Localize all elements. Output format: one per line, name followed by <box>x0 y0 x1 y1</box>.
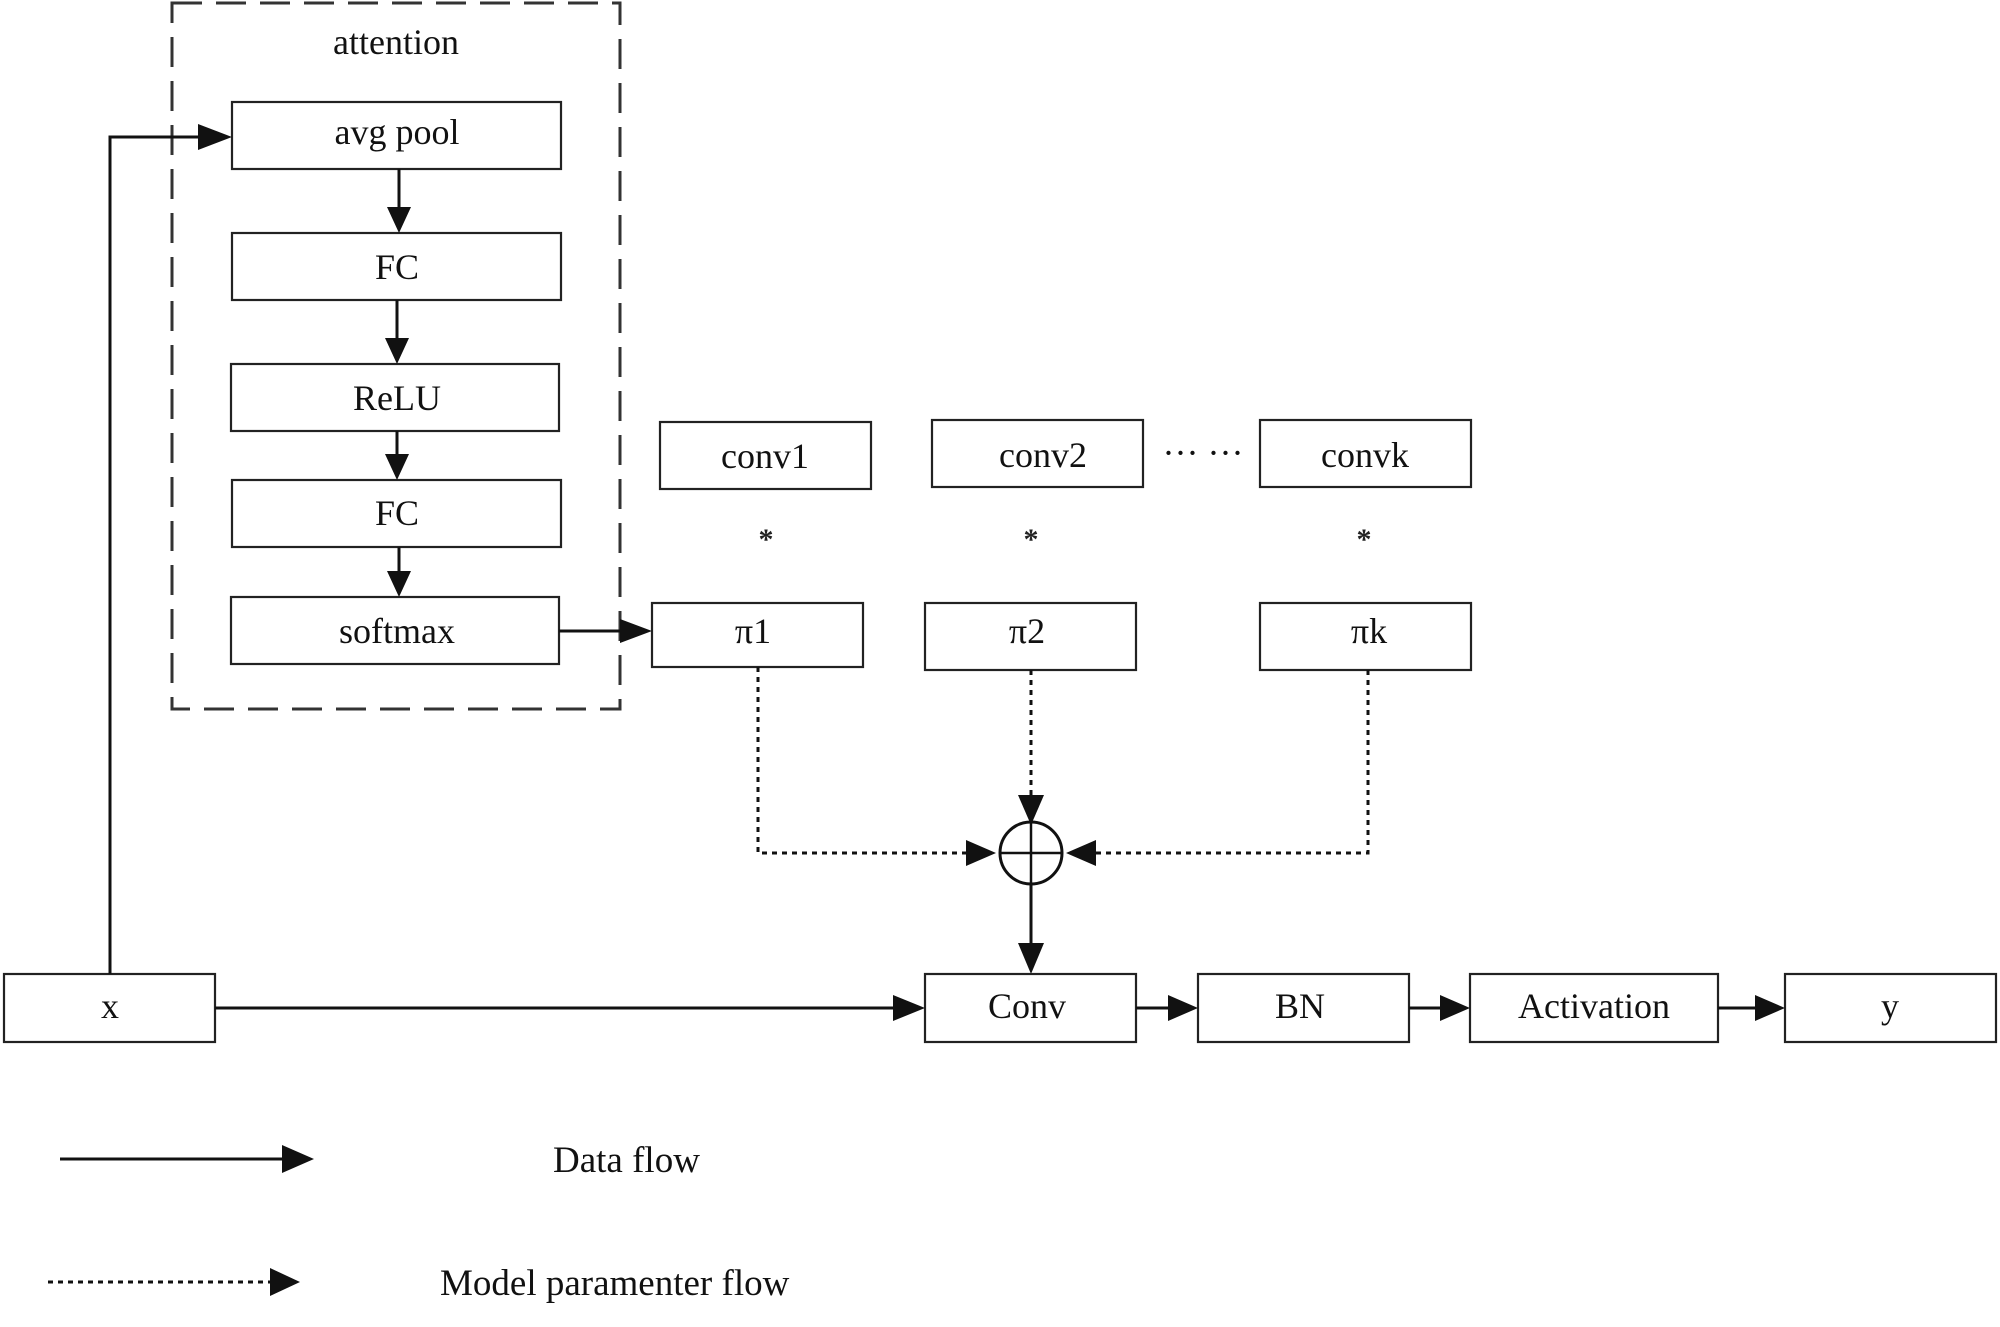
weight-pi1: π1 <box>650 601 865 669</box>
weight-pik: πk <box>1258 601 1473 672</box>
legend: Data flow Model paramenter flow <box>48 1140 790 1304</box>
multiply-1: * <box>759 523 774 556</box>
bn-label: BN <box>1275 986 1325 1026</box>
avg-pool-label: avg pool <box>335 112 460 152</box>
activation-block: Activation <box>1468 972 1720 1044</box>
sum-to-conv-arrow <box>1018 884 1044 974</box>
kernel-ellipsis: ··· ··· <box>1163 433 1244 473</box>
conv1-label: conv1 <box>721 436 809 476</box>
bn-block: BN <box>1196 972 1411 1044</box>
softmax-label: softmax <box>339 611 455 651</box>
legend-data-flow-label: Data flow <box>553 1140 700 1181</box>
output-y-label: y <box>1881 986 1899 1026</box>
kernel-conv2: conv2 <box>930 418 1145 489</box>
bn-to-activation-arrow <box>1409 995 1470 1021</box>
input-x: x <box>2 972 217 1044</box>
activation-to-y-arrow <box>1718 995 1785 1021</box>
conv2-label: conv2 <box>999 435 1087 475</box>
attention-group-border <box>170 1 622 711</box>
pik-label: πk <box>1351 611 1387 651</box>
convk-label: convk <box>1321 435 1409 475</box>
relu-block: ReLU <box>229 362 561 433</box>
kernel-conv1: conv1 <box>658 420 873 491</box>
softmax-to-pi-arrow <box>559 619 652 643</box>
sum-node <box>998 820 1064 886</box>
avg-pool-block: avg pool <box>230 100 563 171</box>
fc2-label: FC <box>375 493 419 533</box>
input-x-label: x <box>101 986 119 1026</box>
legend-data-flow: Data flow <box>60 1140 700 1181</box>
output-y: y <box>1783 972 1998 1044</box>
parameter-flow-arrows <box>756 667 1370 866</box>
fc2-block: FC <box>230 478 563 549</box>
softmax-block: softmax <box>229 595 561 666</box>
multiply-2: * <box>1024 523 1039 556</box>
fc1-block: FC <box>230 231 563 302</box>
legend-param-flow-label: Model paramenter flow <box>440 1263 790 1304</box>
x-to-conv-arrow <box>215 995 925 1021</box>
legend-parameter-flow: Model paramenter flow <box>48 1263 790 1304</box>
fc1-label: FC <box>375 247 419 287</box>
attention-title: attention <box>333 22 459 62</box>
multiply-k: * <box>1357 523 1372 556</box>
pi1-label: π1 <box>735 611 771 651</box>
x-to-attention-arrow <box>108 124 232 974</box>
conv-to-bn-arrow <box>1136 995 1198 1021</box>
pi2-label: π2 <box>1009 611 1045 651</box>
relu-label: ReLU <box>353 378 441 418</box>
weight-pi2: π2 <box>923 601 1138 672</box>
kernel-convk: convk <box>1258 418 1473 489</box>
attention-internal-arrows <box>385 169 411 597</box>
activation-label: Activation <box>1518 986 1670 1026</box>
conv-label: Conv <box>988 986 1066 1026</box>
attention-module: attention avg pool FC ReLU FC softmax <box>170 1 622 711</box>
conv-block: Conv <box>923 972 1138 1044</box>
